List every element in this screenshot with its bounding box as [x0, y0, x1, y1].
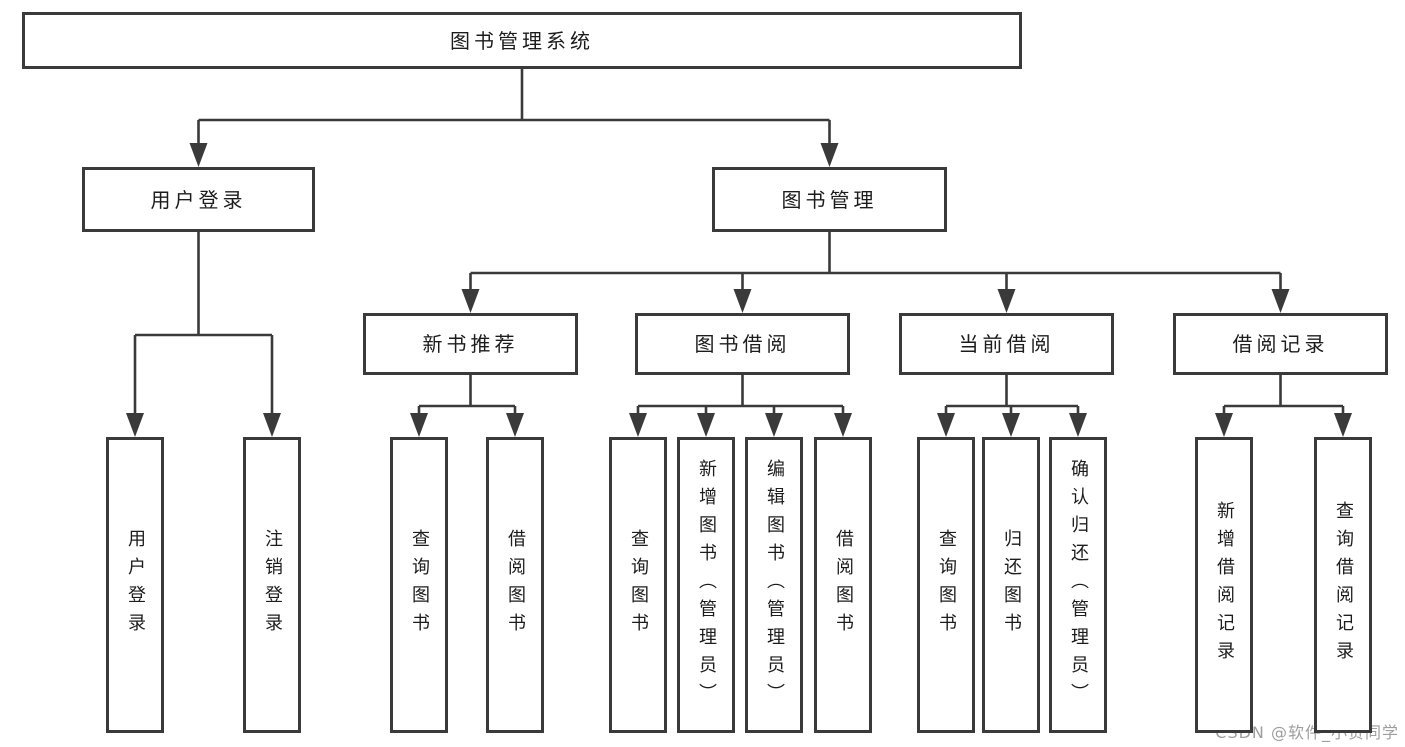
- node-borrow-record: 借阅记录: [1173, 313, 1388, 375]
- node-leaf-borrow-book-1: 借阅图书: [486, 437, 544, 733]
- arrowhead-icon: [997, 289, 1016, 313]
- node-book-borrow: 图书借阅: [635, 313, 850, 375]
- arrowhead-icon: [189, 143, 208, 167]
- edge-path: [1222, 375, 1345, 419]
- arrowhead-icon: [765, 413, 783, 437]
- edge-path: [944, 375, 1080, 419]
- edge-book-borrow: [629, 375, 852, 437]
- edge-path: [469, 232, 1282, 295]
- node-leaf-return-book: 归还图书: [982, 437, 1040, 733]
- arrowhead-icon: [263, 413, 281, 437]
- node-new-book: 新书推荐: [363, 313, 578, 375]
- node-leaf-query-book-1: 查询图书: [390, 437, 448, 733]
- node-current-borrow: 当前借阅: [899, 313, 1114, 375]
- node-leaf-query-borrow-record: 查询借阅记录: [1314, 437, 1372, 733]
- node-leaf-user-login: 用户登录: [106, 437, 164, 733]
- edge-user-login: [126, 232, 281, 437]
- node-root: 图书管理系统: [22, 12, 1022, 69]
- arrowhead-icon: [126, 413, 144, 437]
- edge-book-mgmt: [461, 232, 1290, 313]
- edge-borrow-record: [1215, 375, 1352, 437]
- arrowhead-icon: [1002, 413, 1020, 437]
- node-leaf-add-borrow-record: 新增借阅记录: [1195, 437, 1253, 733]
- edge-current-borrow: [937, 375, 1087, 437]
- node-leaf-borrow-book-2: 借阅图书: [814, 437, 872, 733]
- edge-path: [417, 375, 517, 419]
- arrowhead-icon: [820, 143, 839, 167]
- arrowhead-icon: [1069, 413, 1087, 437]
- edge-new-book: [410, 375, 524, 437]
- arrowhead-icon: [733, 289, 752, 313]
- node-leaf-query-book-3: 查询图书: [917, 437, 975, 733]
- arrowhead-icon: [410, 413, 428, 437]
- arrowhead-icon: [461, 289, 480, 313]
- edge-path: [636, 375, 845, 419]
- arrowhead-icon: [937, 413, 955, 437]
- node-leaf-query-book-2: 查询图书: [609, 437, 667, 733]
- node-leaf-edit-book: 编辑图书（管理员）: [745, 437, 803, 733]
- node-leaf-logout: 注销登录: [243, 437, 301, 733]
- node-book-mgmt: 图书管理: [712, 167, 947, 232]
- arrowhead-icon: [629, 413, 647, 437]
- edge-root: [189, 69, 839, 167]
- arrowhead-icon: [1215, 413, 1233, 437]
- node-user-login: 用户登录: [82, 167, 315, 232]
- edge-path: [133, 232, 274, 419]
- node-leaf-add-book: 新增图书（管理员）: [677, 437, 735, 733]
- arrowhead-icon: [1271, 289, 1290, 313]
- arrowhead-icon: [697, 413, 715, 437]
- edge-path: [197, 69, 831, 149]
- arrowhead-icon: [1334, 413, 1352, 437]
- node-leaf-confirm-return: 确认归还（管理员）: [1049, 437, 1107, 733]
- arrowhead-icon: [834, 413, 852, 437]
- arrowhead-icon: [506, 413, 524, 437]
